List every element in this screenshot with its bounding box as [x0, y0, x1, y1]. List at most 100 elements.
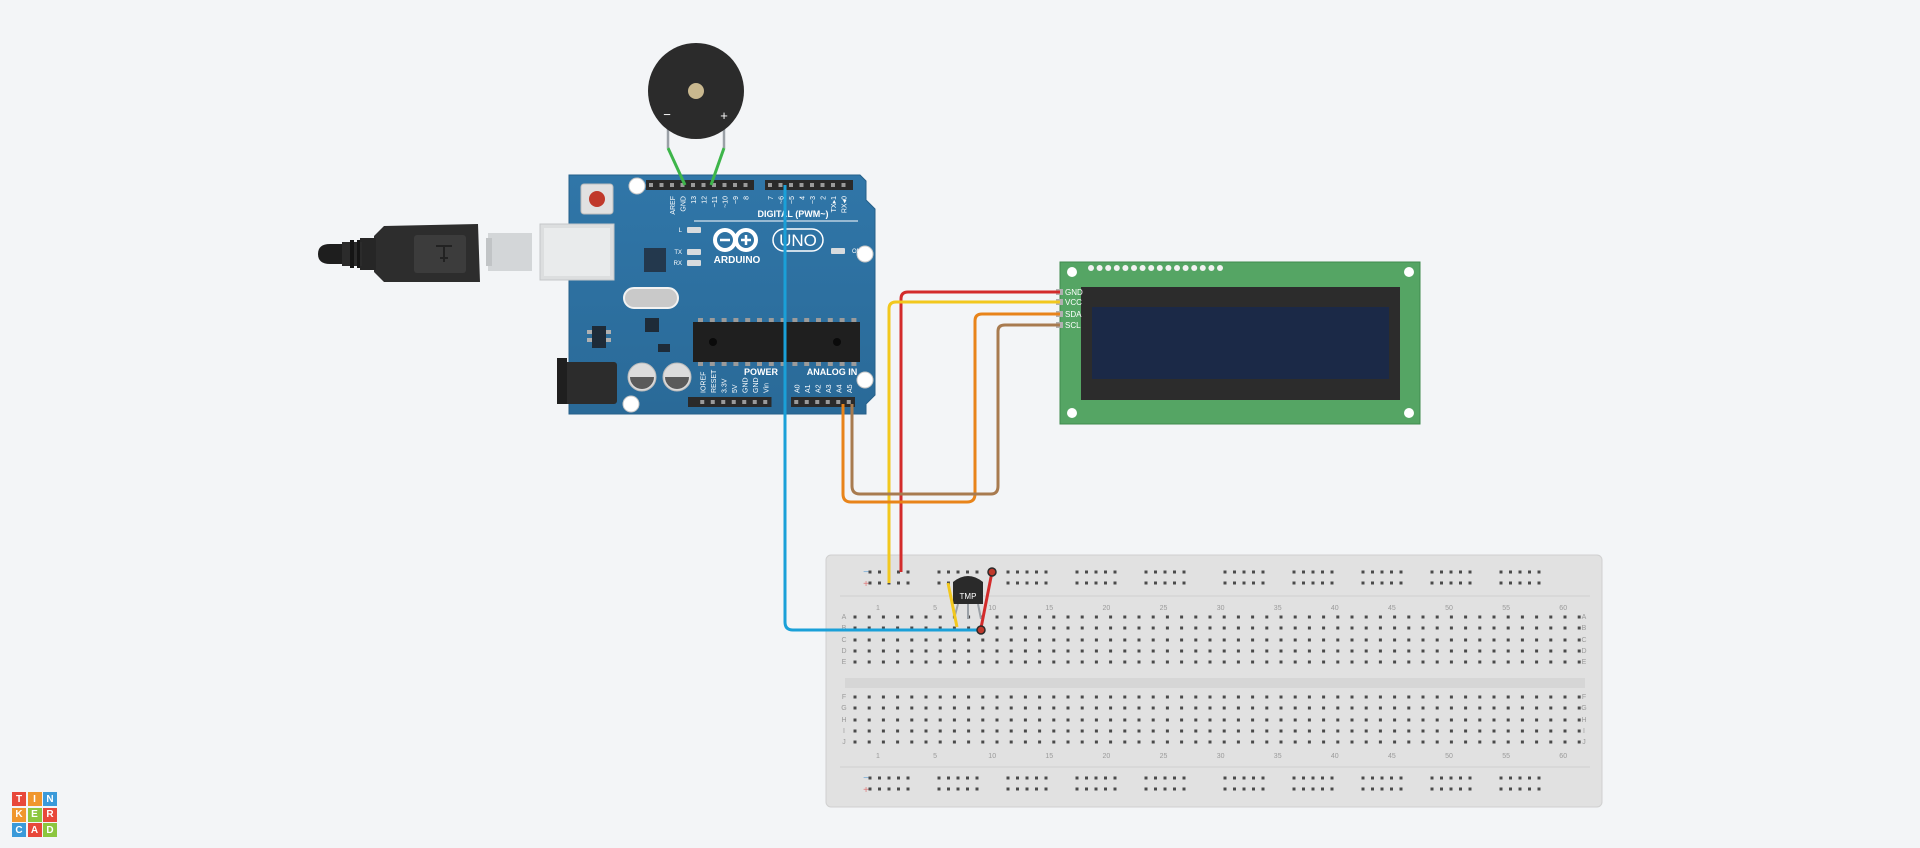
row-letter: D — [1581, 648, 1586, 655]
column-number: 35 — [1274, 753, 1282, 760]
wire-blue-signal[interactable] — [783, 185, 981, 632]
wire-red-sensor[interactable] — [979, 571, 994, 629]
header-pin[interactable] — [831, 183, 835, 187]
wire-yellow-vcc[interactable] — [887, 300, 1060, 583]
pin-label: 3.3V — [721, 378, 728, 393]
column-number: 30 — [1217, 605, 1225, 612]
rail-plus-label: + — [863, 579, 869, 590]
row-letter: E — [842, 659, 847, 666]
lcd-pin-label: VCC — [1065, 298, 1082, 307]
atmega-chip — [693, 322, 860, 362]
wire-buzzer-plus[interactable] — [709, 147, 726, 186]
column-number: 55 — [1502, 753, 1510, 760]
led-label-tx: TX — [674, 250, 682, 256]
wire-red-gnd[interactable] — [899, 290, 1060, 572]
header-pin[interactable] — [778, 183, 783, 187]
column-number: 15 — [1045, 753, 1053, 760]
pin-label: GND — [742, 377, 749, 393]
wires[interactable] — [666, 147, 1060, 635]
column-number: 40 — [1331, 605, 1339, 612]
header-pin[interactable] — [680, 183, 685, 187]
led-label-l: L — [679, 228, 683, 234]
row-letter: H — [841, 717, 846, 724]
rail-plus-label: + — [863, 785, 869, 796]
header-pin[interactable] — [649, 183, 653, 187]
header-pin[interactable] — [815, 400, 820, 404]
sensor-label: TMP — [960, 592, 977, 601]
wire-brown-scl[interactable] — [850, 323, 1060, 496]
header-pin[interactable] — [825, 400, 830, 404]
header-pin[interactable] — [820, 183, 825, 187]
pin-label: ~10 — [723, 196, 730, 208]
header-pin[interactable] — [763, 400, 768, 404]
usb-cable[interactable] — [318, 224, 532, 282]
pin-label: ~3 — [810, 196, 817, 204]
wire-buzzer-minus[interactable] — [666, 147, 687, 186]
power-label: POWER — [744, 367, 779, 377]
header-pin[interactable] — [743, 183, 748, 187]
header-pin[interactable] — [742, 400, 747, 404]
header-pin[interactable] — [731, 400, 736, 404]
header-pin[interactable] — [722, 183, 727, 187]
column-number: 10 — [988, 753, 996, 760]
logo-letter-c: C — [12, 823, 26, 837]
header-pin[interactable] — [659, 183, 664, 187]
header-pin[interactable] — [804, 400, 809, 404]
logo-letter-t: T — [12, 792, 26, 806]
wire-orange-sda[interactable] — [841, 312, 1060, 504]
arduino-infinity-logo — [713, 228, 758, 252]
pin-label: A4 — [836, 384, 843, 393]
pin-label: RESET — [711, 369, 718, 393]
wire-yellow-sensor[interactable] — [946, 582, 959, 628]
pin-label: GND — [681, 196, 688, 212]
header-pin[interactable] — [670, 183, 674, 187]
header-pin[interactable] — [701, 183, 706, 187]
rail-minus-label: − — [863, 567, 869, 578]
analog-label: ANALOG IN — [807, 367, 858, 377]
header-pin[interactable] — [721, 400, 726, 404]
header-pin[interactable] — [712, 183, 716, 187]
column-number: 10 — [988, 605, 996, 612]
column-number: 30 — [1217, 753, 1225, 760]
header-pin[interactable] — [846, 400, 851, 404]
logo-letter-k: K — [12, 807, 26, 822]
row-letter: D — [841, 648, 846, 655]
row-letter: G — [841, 705, 846, 712]
header-pin[interactable] — [810, 183, 814, 187]
lcd-pin-label: SDA — [1065, 310, 1082, 319]
pin-label: TX▸1 — [831, 196, 838, 212]
header-pin[interactable] — [789, 183, 793, 187]
header-pin[interactable] — [768, 183, 772, 187]
column-number: 1 — [876, 753, 880, 760]
header-pin[interactable] — [752, 400, 757, 404]
piezo-buzzer[interactable]: − + — [648, 43, 744, 148]
tmp36-temperature-sensor[interactable]: TMP — [953, 576, 983, 620]
row-letter: F — [1582, 694, 1586, 701]
row-letter: E — [1582, 659, 1587, 666]
pin-label: 7 — [768, 196, 775, 200]
header-pin[interactable] — [691, 183, 695, 187]
header-pin[interactable] — [733, 183, 737, 187]
column-number: 5 — [933, 753, 937, 760]
header-pin[interactable] — [799, 183, 804, 187]
tinkercad-logo: T I N K E R C A D — [12, 792, 57, 837]
arduino-uno-board[interactable]: ARDUINO UNO DIGITAL (PWM~) POWER ANALOG … — [539, 174, 876, 415]
header-pin[interactable] — [710, 400, 715, 404]
pin-label: A1 — [805, 384, 812, 393]
header-pin[interactable] — [836, 400, 841, 404]
header-pin[interactable] — [700, 400, 705, 404]
header-pin[interactable] — [794, 400, 799, 404]
pin-label: ~5 — [789, 196, 796, 204]
buzzer-plus-label: + — [720, 108, 728, 123]
lcd-pin-label: GND — [1065, 288, 1083, 297]
row-letter: A — [1582, 614, 1587, 621]
header-pin[interactable] — [841, 183, 846, 187]
column-number: 20 — [1103, 605, 1111, 612]
column-number: 60 — [1559, 753, 1567, 760]
